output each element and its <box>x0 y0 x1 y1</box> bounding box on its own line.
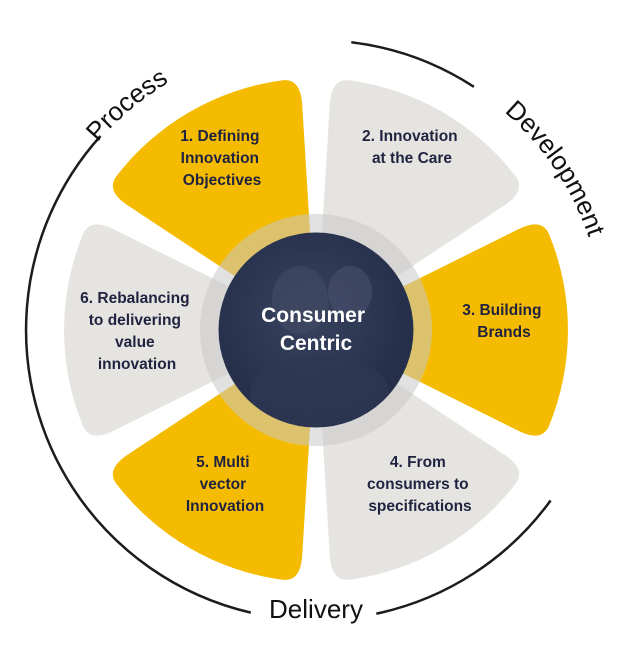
segment-6-wedge <box>64 224 236 436</box>
segment-label-2: 2. Innovation at the Care <box>362 128 462 167</box>
segment-label-5: 5. Multi vector Innovation <box>186 454 264 515</box>
ring-label-development: Development <box>500 94 612 240</box>
segment-label-1: 1. Defining Innovation Objectives <box>180 128 264 189</box>
segment-3-wedge <box>396 224 568 436</box>
segment-label-6: 6. Rebalancing to delivering value innov… <box>80 290 194 373</box>
outer-ring-arc <box>71 487 252 614</box>
outer-ring-arc <box>24 135 102 489</box>
ring-label-delivery: Delivery <box>269 594 363 624</box>
center-photo <box>219 233 413 427</box>
center-circle <box>218 232 414 428</box>
outer-ring-arc <box>351 40 475 88</box>
center-title: Consumer Centric <box>261 304 371 355</box>
segment-label-3: 3. Building Brands <box>462 302 546 341</box>
segment-label-4: 4. From consumers to specifications <box>367 454 473 515</box>
outer-ring-arc <box>376 499 552 615</box>
